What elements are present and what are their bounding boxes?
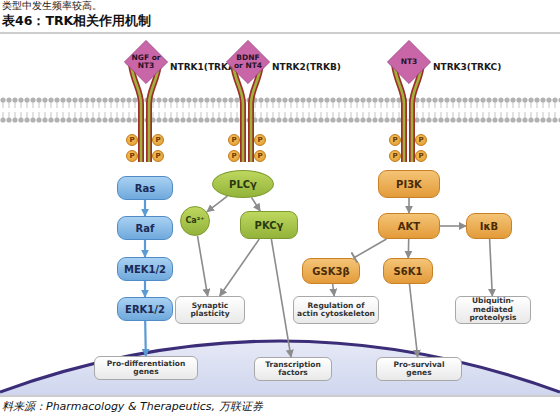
node-text: Synaptic plasticity xyxy=(179,302,241,319)
phosphate-circle: P xyxy=(254,150,266,162)
arrow-connector xyxy=(252,197,261,211)
source-caption: 料来源：Pharmacology & Therapeutics, 万联证券 xyxy=(2,399,263,414)
node-text: MEK1/2 xyxy=(124,264,166,275)
node-text: P xyxy=(231,137,236,144)
node-text: BDNF or NT4 xyxy=(233,54,263,70)
phosphate-circle: P xyxy=(126,150,138,162)
phosphate-circle: P xyxy=(152,150,164,162)
outcome-box: Regulation of actin cytoskeleton xyxy=(293,296,379,324)
node-text: PKCγ xyxy=(255,220,284,231)
arrow-connector xyxy=(407,239,409,258)
node-text: P xyxy=(257,153,262,160)
node-text: PLCγ xyxy=(229,179,257,190)
phosphate-circle: P xyxy=(415,134,427,146)
node-text: Ubiquitin-mediated proteolysis xyxy=(459,297,527,322)
node-text: GSK3β xyxy=(312,266,349,277)
node-text: P xyxy=(257,137,262,144)
phosphate-circle: P xyxy=(152,134,164,146)
node-text: Regulation of actin cytoskeleton xyxy=(297,302,375,319)
phosphate-circle: P xyxy=(126,134,138,146)
outcome-box: Pro-differentiation genes xyxy=(94,356,198,380)
pathway-box: GSK3β xyxy=(302,258,360,284)
arrow-connector xyxy=(333,284,335,296)
nucleus-area xyxy=(0,341,560,395)
arrow-connector xyxy=(144,200,146,216)
phosphate-circle: P xyxy=(228,134,240,146)
cell-membrane xyxy=(0,97,560,123)
ligand-diamond: NT3 xyxy=(387,40,431,84)
pathway-box: Raf xyxy=(117,216,173,240)
node-text: IκB xyxy=(480,221,498,232)
node-text: Transcription factors xyxy=(258,361,328,378)
arrow-connector xyxy=(144,240,146,257)
pathway-box: MEK1/2 xyxy=(117,257,173,281)
node-text: P xyxy=(418,153,423,160)
node-text: P xyxy=(155,137,160,144)
pathway-ellipse: PLCγ xyxy=(212,170,274,198)
arrow-connector xyxy=(144,321,147,356)
node-text: Ras xyxy=(135,183,155,194)
table-rule xyxy=(0,396,560,397)
arrow-connector xyxy=(220,239,260,296)
node-text: P xyxy=(392,137,397,144)
ligand-diamond: NGF or NT3 xyxy=(124,40,168,84)
outcome-box: Synaptic plasticity xyxy=(175,296,245,324)
node-text: AKT xyxy=(398,221,420,232)
pathway-box: ERK1/2 xyxy=(117,297,173,321)
ion-circle: Ca²⁺ xyxy=(180,206,210,236)
node-text: P xyxy=(129,137,134,144)
node-text: Pro-survival genes xyxy=(380,361,458,378)
node-text: NTRK3(TRKC) xyxy=(433,62,501,72)
outcome-box: Pro-survival genes xyxy=(376,357,462,381)
arrow-connector xyxy=(408,198,410,213)
pathway-box: AKT xyxy=(378,213,440,239)
node-text: P xyxy=(418,137,423,144)
node-text: Raf xyxy=(136,223,155,234)
outcome-box: Ubiquitin-mediated proteolysis xyxy=(455,296,531,324)
nuclear-membrane xyxy=(0,341,560,392)
pathway-box: PI3K xyxy=(378,170,440,198)
figure-title: 表46：TRK相关作用机制 xyxy=(2,13,151,30)
node-text: Ca²⁺ xyxy=(186,217,205,226)
ligand-diamond: BDNF or NT4 xyxy=(226,40,270,84)
node-text: ERK1/2 xyxy=(125,304,165,315)
node-text: NGF or NT3 xyxy=(131,54,161,70)
node-text: P xyxy=(392,153,397,160)
node-text: PI3K xyxy=(396,179,422,190)
node-text: Pro-differentiation genes xyxy=(98,360,194,377)
phosphate-circle: P xyxy=(415,150,427,162)
phosphate-circle: P xyxy=(389,134,401,146)
pathway-box: PKCγ xyxy=(240,211,298,239)
pathway-box: IκB xyxy=(466,213,512,239)
phosphate-circle: P xyxy=(254,134,266,146)
node-text: P xyxy=(129,153,134,160)
body-text-fragment: 类型中发生频率较高。 xyxy=(2,0,102,11)
arrow-connector xyxy=(440,225,466,227)
outcome-box: Transcription factors xyxy=(254,357,332,381)
node-text: S6K1 xyxy=(394,266,423,277)
arrow-connector xyxy=(271,239,291,357)
phosphate-circle: P xyxy=(228,150,240,162)
table-rule xyxy=(0,33,560,34)
node-text: P xyxy=(231,153,236,160)
arrow-connector xyxy=(144,281,146,297)
pathway-box: Ras xyxy=(117,176,173,200)
arrow-connector xyxy=(207,196,227,212)
inhibition-connector xyxy=(354,239,387,258)
node-text: NT3 xyxy=(394,58,424,66)
node-text: NTRK2(TRKB) xyxy=(272,62,341,72)
node-text: P xyxy=(155,153,160,160)
phosphate-circle: P xyxy=(389,150,401,162)
pathway-box: S6K1 xyxy=(383,258,433,284)
arrow-connector xyxy=(490,239,493,296)
arrow-connector xyxy=(197,236,207,296)
arrow-connector xyxy=(409,284,417,357)
